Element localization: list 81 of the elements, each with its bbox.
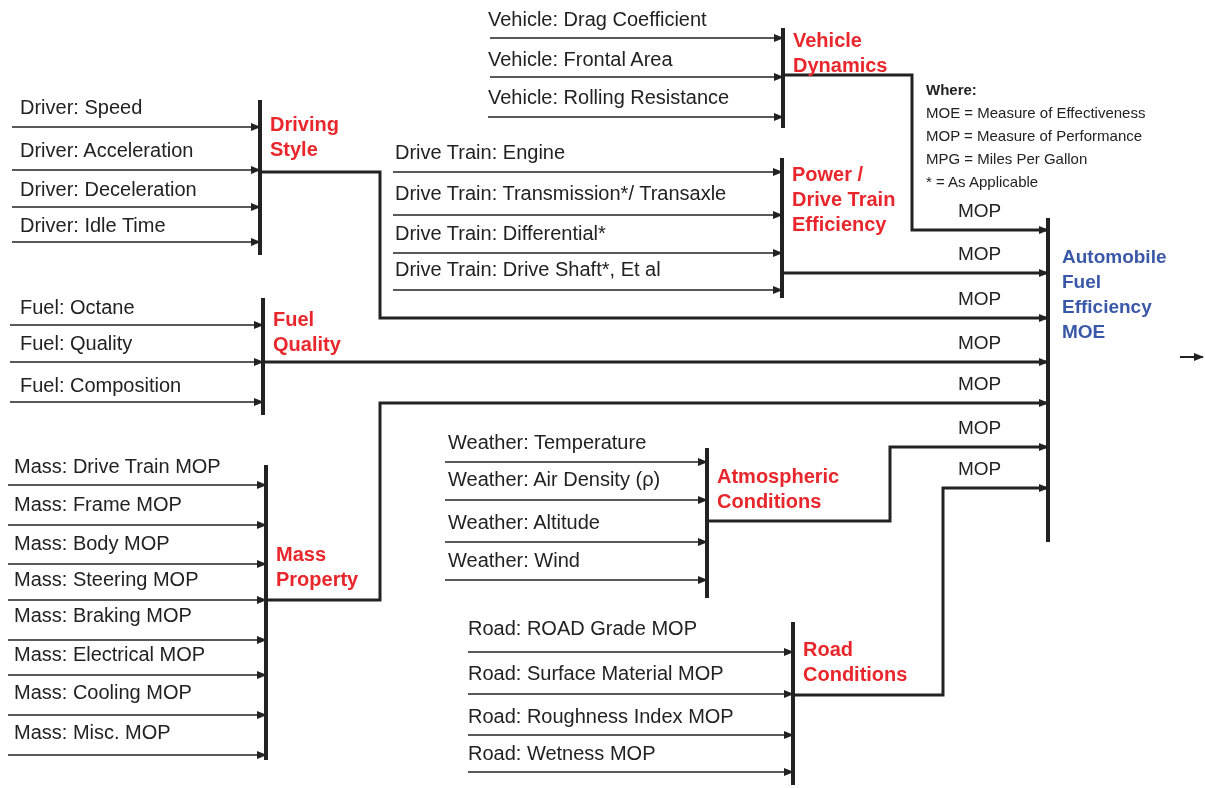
input-label: Drive Train: Drive Shaft*, Et al [395, 257, 661, 290]
arrow [7, 596, 267, 604]
note-text: MOE = Measure of Effectiveness [926, 103, 1146, 123]
input-label: Drive Train: Transmission*/ Transaxle [395, 181, 727, 215]
input-label: Road: Roughness Index MOP [468, 704, 734, 735]
arrow [11, 203, 261, 211]
input-label: Mass: Body MOP [14, 531, 170, 564]
input-label: Weather: Air Density (ρ) [448, 467, 661, 500]
arrow [793, 484, 1049, 697]
input-label: Vehicle: Drag Coefficient [488, 7, 707, 38]
input-label: Mass: Misc. MOP [14, 720, 171, 755]
input-label: Weather: Temperature [448, 430, 647, 462]
arrow [7, 751, 267, 759]
category-node: Atmospheric Conditions [705, 448, 865, 598]
arrow [467, 648, 794, 656]
input-label: Vehicle: Frontal Area [488, 47, 673, 77]
input-label: Mass: Frame MOP [14, 492, 182, 525]
note-text: * = As Applicable [926, 172, 1039, 192]
input-label: Weather: Wind [448, 548, 580, 580]
arrow [467, 690, 794, 698]
arrow [11, 123, 261, 131]
arrow [707, 443, 1049, 523]
arrow [392, 249, 783, 257]
input-label: Driver: Deceleration [20, 177, 197, 207]
arrow [9, 321, 264, 329]
arrow [263, 358, 1049, 366]
arrow [783, 73, 1049, 234]
input-label: Fuel: Composition [20, 373, 182, 402]
input-label: Mass: Steering MOP [14, 567, 199, 600]
category-node: Mass Property [264, 465, 376, 760]
arrow [7, 711, 267, 719]
note-text: MOP = Measure of Performance [926, 126, 1143, 146]
arrow [392, 286, 783, 294]
input-label: Drive Train: Differential* [395, 221, 606, 253]
arrow [392, 211, 783, 219]
arrow [7, 671, 267, 679]
arrow [7, 636, 267, 644]
arrow [489, 73, 784, 81]
category-node: Road Conditions [791, 622, 931, 785]
arrow [7, 481, 267, 489]
input-label: Driver: Idle Time [20, 213, 166, 242]
input-label: Fuel: Octane [20, 295, 135, 325]
input-label: Driver: Acceleration [20, 138, 194, 170]
arrow [467, 768, 794, 776]
arrow [7, 521, 267, 529]
input-label: Mass: Drive Train MOP [14, 454, 221, 485]
arrow [11, 166, 261, 174]
input-label: Mass: Braking MOP [14, 603, 192, 640]
arrow [489, 34, 784, 42]
arrow [1179, 353, 1204, 361]
input-label: Weather: Altitude [448, 510, 600, 542]
arrow [11, 238, 261, 246]
category-node: Fuel Quality [261, 298, 371, 415]
input-label: Mass: Electrical MOP [14, 642, 206, 675]
arrow [487, 113, 784, 121]
arrow [467, 731, 794, 739]
category-node: Power / Drive Train Efficiency [780, 158, 898, 298]
note-text: MPG = Miles Per Gallon [926, 149, 1088, 169]
arrow [444, 538, 708, 546]
input-label: Vehicle: Rolling Resistance [488, 85, 730, 117]
arrow [444, 458, 708, 466]
arrow [9, 398, 264, 406]
arrow [7, 560, 267, 568]
arrow [260, 170, 1049, 322]
arrow [782, 269, 1049, 277]
input-label: Road: ROAD Grade MOP [468, 616, 697, 652]
input-label: Driver: Speed [20, 95, 143, 127]
input-label: Mass: Cooling MOP [14, 680, 192, 715]
arrow [266, 399, 1049, 602]
note-heading: Where: [926, 80, 977, 100]
outcome-node: Automobile Fuel Efficiency MOE [1046, 218, 1180, 542]
input-label: Road: Surface Material MOP [468, 661, 724, 694]
input-label: Road: Wetness MOP [468, 741, 656, 772]
category-node: Vehicle Dynamics [781, 28, 911, 128]
arrow [444, 576, 708, 584]
input-label: Fuel: Quality [20, 331, 133, 362]
arrow [392, 168, 783, 176]
arrow [444, 496, 708, 504]
category-node: Driving Style [258, 100, 368, 255]
input-label: Drive Train: Engine [395, 140, 566, 172]
arrow [9, 358, 264, 366]
